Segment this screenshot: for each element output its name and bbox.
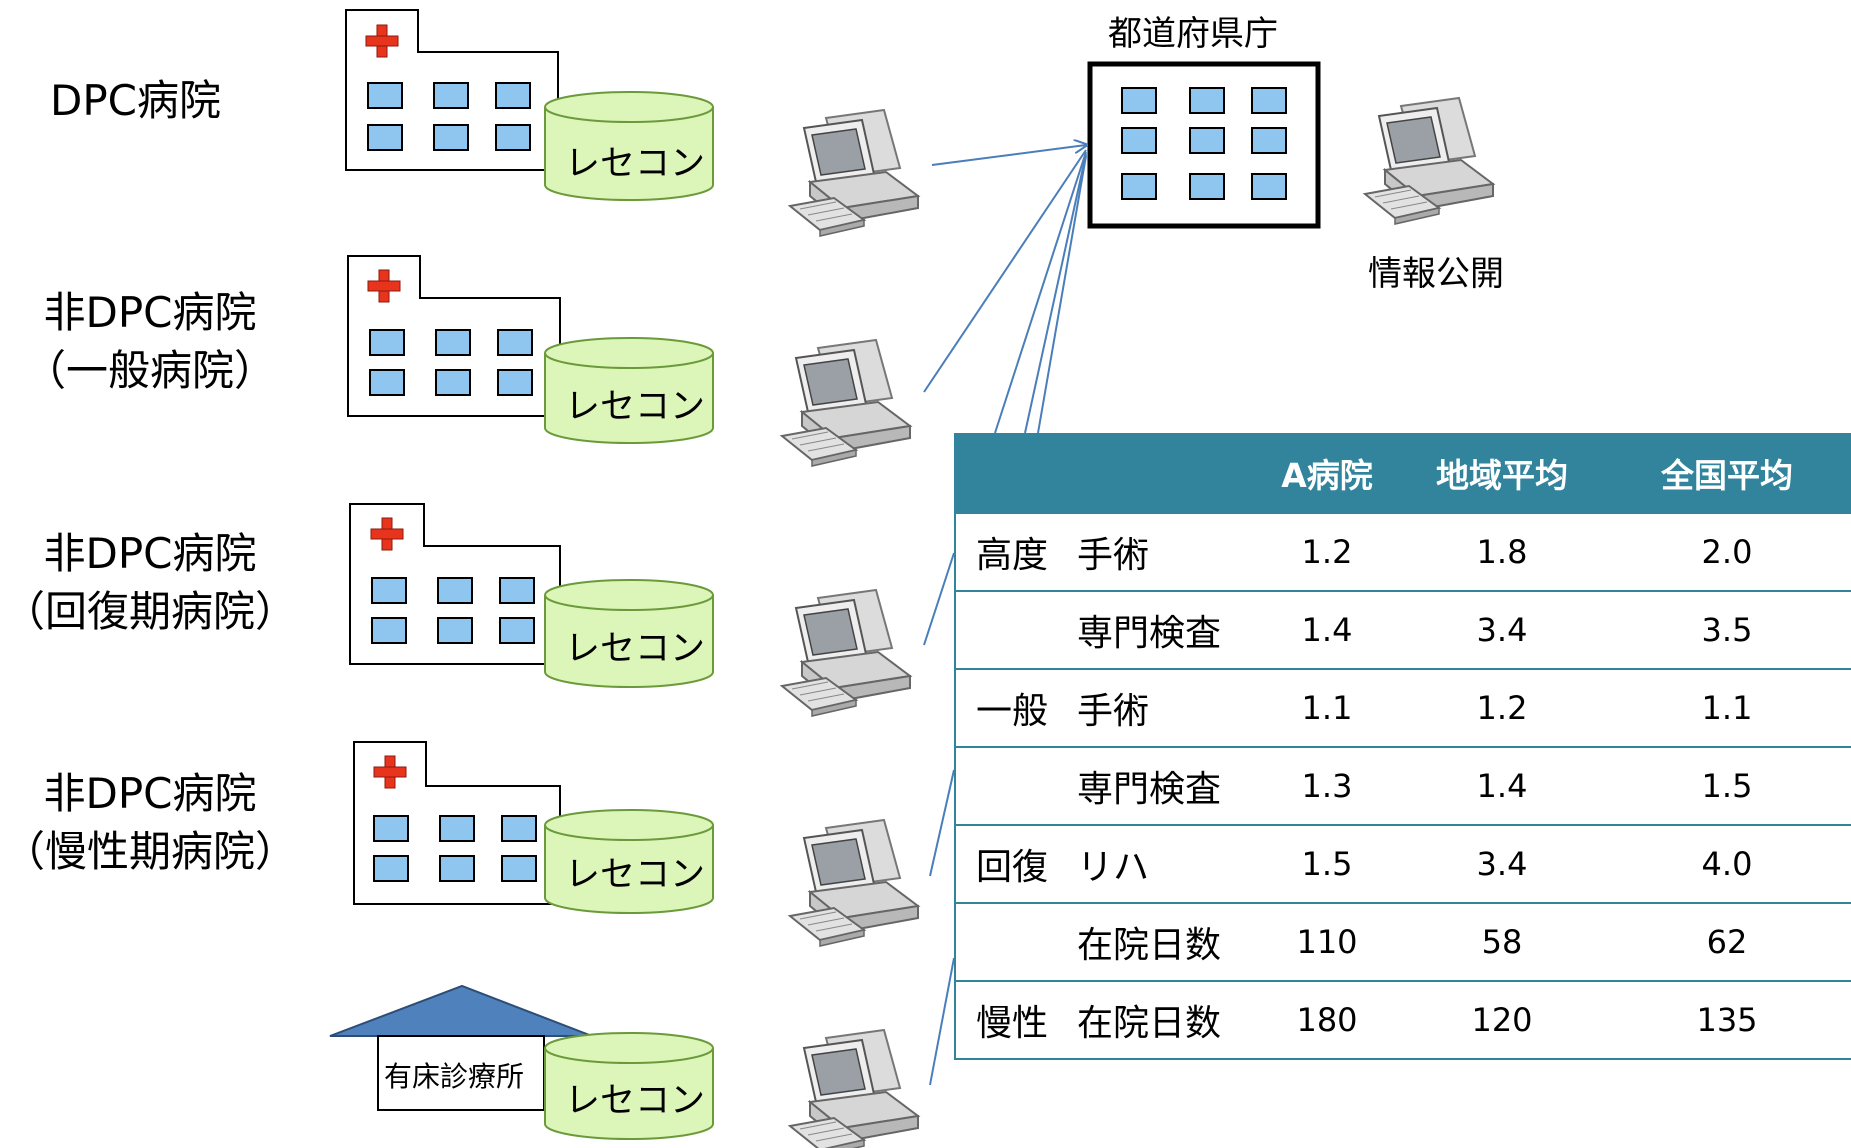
facility-label-dpc: DPC病院	[50, 72, 230, 130]
hospital-building-icon	[353, 741, 561, 905]
item-cell: 手術	[1077, 512, 1252, 591]
table-row: 在院日数 110 58 62	[954, 902, 1851, 981]
red-cross-icon	[370, 517, 404, 551]
value-cell: 1.8	[1402, 512, 1602, 591]
value-cell: 1.1	[1602, 668, 1851, 747]
database-cylinder-icon	[544, 1032, 714, 1140]
table-header-cell	[1077, 433, 1252, 513]
red-cross-icon	[373, 755, 407, 789]
facility-label-line: （一般病院）	[23, 346, 276, 395]
item-cell: リハ	[1077, 824, 1252, 903]
value-cell: 135	[1602, 980, 1851, 1060]
value-cell: 3.4	[1402, 824, 1602, 903]
table-header-row: A病院 地域平均 全国平均	[954, 433, 1851, 513]
comparison-table: A病院 地域平均 全国平均 高度 手術 1.2 1.8 2.0 専門検査 1.4…	[954, 433, 1851, 1060]
category-cell	[954, 902, 1077, 981]
computer-terminal-icon	[781, 339, 911, 467]
item-cell: 在院日数	[1077, 902, 1252, 981]
value-cell: 58	[1402, 902, 1602, 981]
value-cell: 1.4	[1252, 590, 1402, 669]
db-label: レセコン	[565, 144, 706, 184]
value-cell: 1.2	[1252, 512, 1402, 591]
red-cross-icon	[367, 269, 401, 303]
database-cylinder-icon	[544, 91, 714, 201]
category-cell: 一般	[954, 668, 1077, 747]
item-cell: 手術	[1077, 668, 1252, 747]
facility-label-general: 非DPC病院 （一般病院）	[0, 284, 300, 400]
category-cell: 慢性	[954, 980, 1077, 1060]
clinic-label: 有床診療所	[384, 1060, 525, 1093]
value-cell: 1.1	[1252, 668, 1402, 747]
value-cell: 3.5	[1602, 590, 1851, 669]
computer-terminal-icon	[789, 109, 919, 237]
table-header-cell: 地域平均	[1402, 433, 1602, 513]
table-header-cell: A病院	[1252, 433, 1402, 513]
facility-label-line: 非DPC病院	[43, 288, 257, 337]
category-cell: 高度	[954, 512, 1077, 591]
hospital-building-icon	[345, 9, 559, 171]
facility-label-chronic: 非DPC病院 （慢性期病院）	[0, 765, 300, 881]
database-cylinder-icon	[544, 579, 714, 688]
value-cell: 1.5	[1252, 824, 1402, 903]
table-header-cell	[954, 433, 1077, 513]
value-cell: 62	[1602, 902, 1851, 981]
facility-label-line: 非DPC病院	[43, 769, 257, 818]
db-label: レセコン	[565, 1081, 706, 1121]
value-cell: 180	[1252, 980, 1402, 1060]
computer-terminal-icon	[789, 1029, 919, 1148]
database-cylinder-icon	[544, 337, 714, 444]
facility-label-line: DPC病院	[50, 76, 221, 125]
facility-label-recovery: 非DPC病院 （回復期病院）	[0, 525, 300, 641]
item-cell: 専門検査	[1077, 746, 1252, 825]
database-cylinder-icon	[544, 809, 714, 914]
db-label: レセコン	[565, 387, 706, 427]
facility-label-line: （回復期病院）	[2, 587, 297, 636]
clinic-roof-icon	[329, 984, 593, 1111]
value-cell: 2.0	[1602, 512, 1851, 591]
connection-arrows	[923, 145, 1086, 1086]
value-cell: 4.0	[1602, 824, 1851, 903]
value-cell: 110	[1252, 902, 1402, 981]
computer-terminal-icon	[1364, 97, 1494, 225]
hospital-building-icon	[347, 255, 561, 417]
db-label: レセコン	[565, 629, 706, 669]
table-header-cell: 全国平均	[1602, 433, 1851, 513]
value-cell: 1.2	[1402, 668, 1602, 747]
value-cell: 3.4	[1402, 590, 1602, 669]
category-cell	[954, 746, 1077, 825]
value-cell: 1.5	[1602, 746, 1851, 825]
db-label: レセコン	[565, 855, 706, 895]
table-row: 専門検査 1.3 1.4 1.5	[954, 746, 1851, 825]
prefectural-office-icon	[1087, 61, 1321, 229]
value-cell: 1.3	[1252, 746, 1402, 825]
table-row: 高度 手術 1.2 1.8 2.0	[954, 512, 1851, 591]
table-row: 専門検査 1.4 3.4 3.5	[954, 590, 1851, 669]
category-cell	[954, 590, 1077, 669]
category-cell: 回復	[954, 824, 1077, 903]
facility-label-line: （慢性期病院）	[2, 827, 297, 876]
value-cell: 120	[1402, 980, 1602, 1060]
table-row: 慢性 在院日数 180 120 135	[954, 980, 1851, 1060]
table-row: 一般 手術 1.1 1.2 1.1	[954, 668, 1851, 747]
public-info-label: 情報公開	[1368, 254, 1504, 294]
facility-label-line: 非DPC病院	[43, 529, 257, 578]
computer-terminal-icon	[781, 589, 911, 717]
table-row: 回復 リハ 1.5 3.4 4.0	[954, 824, 1851, 903]
hospital-building-icon	[349, 503, 561, 665]
computer-terminal-icon	[789, 819, 919, 947]
red-cross-icon	[365, 24, 399, 58]
value-cell: 1.4	[1402, 746, 1602, 825]
item-cell: 専門検査	[1077, 590, 1252, 669]
item-cell: 在院日数	[1077, 980, 1252, 1060]
prefecture-label: 都道府県庁	[1108, 14, 1278, 54]
